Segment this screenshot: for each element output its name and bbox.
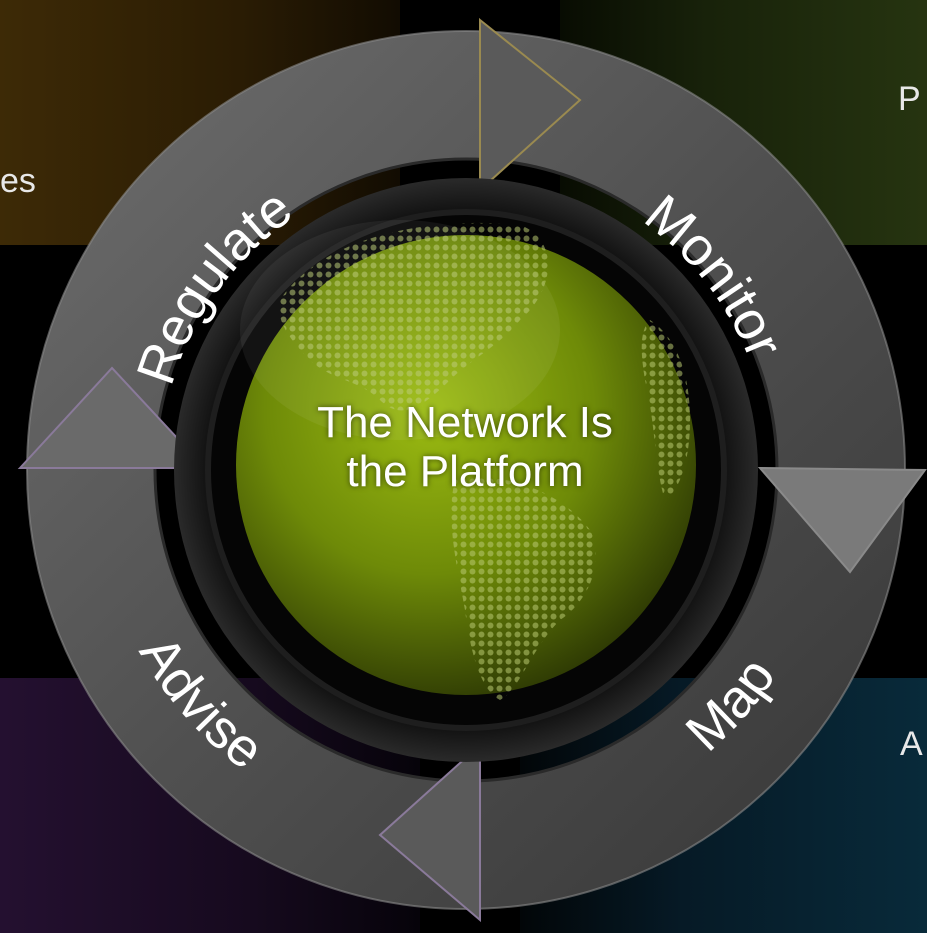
arrowhead-bottom — [378, 742, 481, 923]
side-fragment-top-left: es — [0, 162, 36, 200]
center-title-line-2: the Platform — [346, 447, 584, 496]
arrowhead-left — [17, 366, 208, 469]
center-title: The Network Is the Platform — [265, 398, 665, 496]
center-title-line-1: The Network Is — [317, 398, 613, 447]
continents-dots — [279, 222, 690, 700]
arrowhead-top — [479, 17, 582, 193]
side-fragment-top-right: P — [898, 80, 921, 118]
globe — [236, 220, 696, 700]
arrowhead-right — [757, 466, 927, 574]
side-fragment-bottom-right: A — [900, 725, 923, 763]
